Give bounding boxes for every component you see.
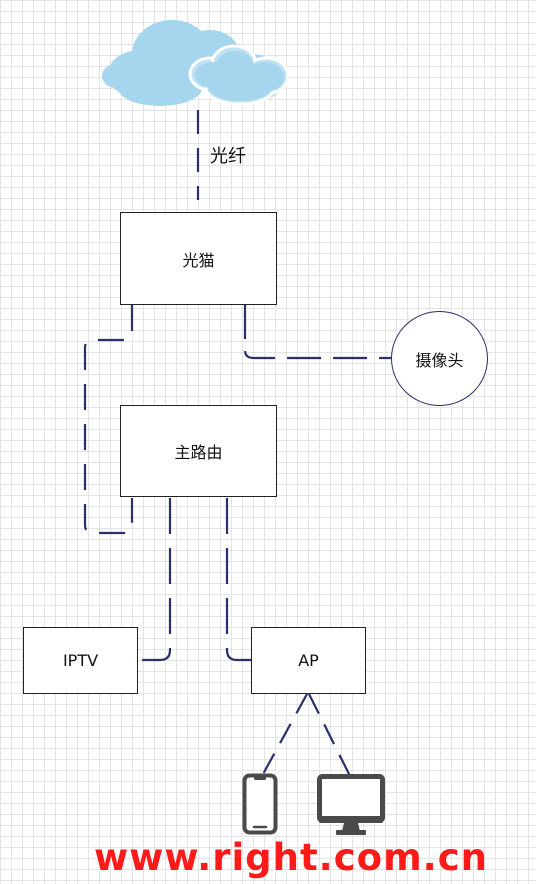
smartphone-icon[interactable] bbox=[242, 773, 278, 835]
node-ap-label: AP bbox=[298, 651, 319, 670]
edge-ap-monitor bbox=[308, 693, 351, 777]
edge-modem-camera bbox=[243, 305, 392, 360]
edge-router-iptv bbox=[138, 498, 172, 662]
node-ap[interactable]: AP bbox=[251, 627, 366, 694]
node-iptv[interactable]: IPTV bbox=[23, 627, 138, 694]
node-iptv-label: IPTV bbox=[62, 651, 99, 670]
node-main-router[interactable]: 主路由 bbox=[120, 405, 277, 497]
cloud-icon bbox=[102, 20, 290, 106]
node-optical-modem[interactable]: 光猫 bbox=[120, 212, 277, 305]
edge-router-ap bbox=[225, 498, 252, 662]
watermark-text: www.right.com.cn bbox=[94, 836, 488, 879]
node-main-router-label: 主路由 bbox=[174, 443, 223, 462]
node-camera[interactable]: 摄像头 bbox=[391, 311, 488, 406]
edge-label-fiber: 光纤 bbox=[210, 146, 246, 167]
node-camera-label: 摄像头 bbox=[415, 350, 464, 370]
node-optical-modem-label: 光猫 bbox=[182, 250, 215, 270]
edge-modem-router bbox=[83, 305, 134, 535]
edge-ap-phone bbox=[261, 693, 308, 777]
monitor-icon[interactable] bbox=[317, 774, 385, 836]
